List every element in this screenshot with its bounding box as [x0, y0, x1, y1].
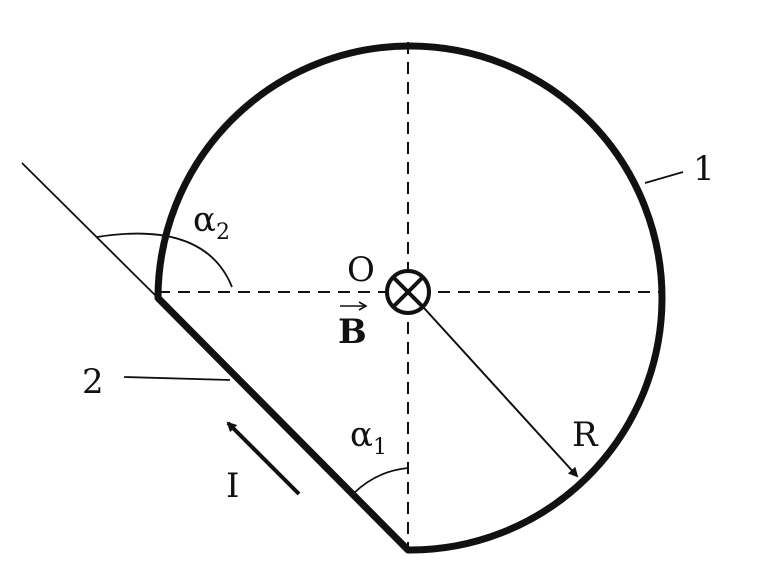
wire-extension-line: [21, 162, 159, 299]
alpha1-angle-arc: [353, 467, 409, 494]
vector-arrow-icon: [340, 301, 368, 311]
wire2-label: 2: [82, 362, 104, 402]
wire1-label: 1: [693, 149, 715, 189]
radius-arrow: [423, 307, 579, 478]
wire1-leader-line: [644, 171, 684, 184]
alpha2-angle-arc: [96, 232, 233, 288]
field-vector-label: B: [338, 312, 367, 352]
alpha1-label: α1: [350, 415, 387, 460]
circle-cross-icon: [385, 269, 431, 315]
straight-wire: [154, 294, 412, 554]
center-label: O: [347, 250, 375, 290]
wire2-leader-line: [123, 376, 231, 381]
current-arrow: [226, 421, 301, 496]
circular-wire-arc: [154, 42, 666, 554]
current-label: I: [226, 466, 239, 506]
radius-label: R: [572, 415, 599, 455]
alpha2-label: α2: [193, 200, 230, 245]
